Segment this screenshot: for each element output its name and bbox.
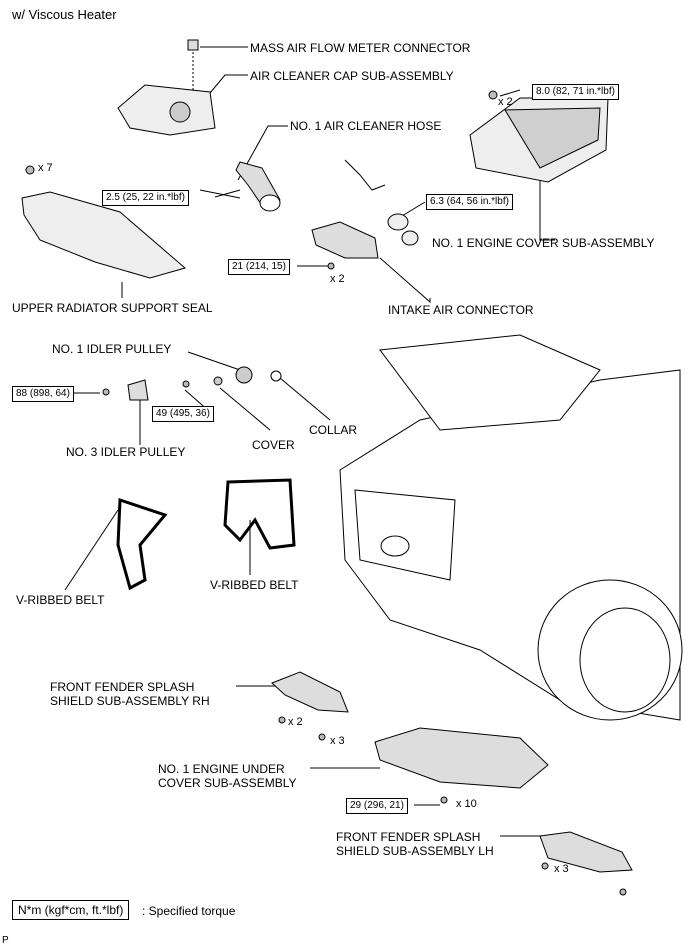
label-air-cleaner-hose: NO. 1 AIR CLEANER HOSE: [290, 119, 442, 133]
label-cover: COVER: [252, 438, 295, 452]
qty-intake: x 2: [330, 273, 345, 285]
label-front-fender-splash-shield-lh: FRONT FENDER SPLASH SHIELD SUB-ASSEMBLY …: [336, 830, 494, 858]
label-mass-air-flow-meter-connector: MASS AIR FLOW METER CONNECTOR: [250, 41, 471, 55]
label-engine-cover: NO. 1 ENGINE COVER SUB-ASSEMBLY: [432, 236, 655, 250]
label-collar: COLLAR: [309, 423, 358, 437]
label-v-ribbed-belt-right: V-RIBBED BELT: [210, 578, 299, 592]
torque-no3-idler: 88 (898, 64): [12, 386, 74, 402]
qty-fender-lh: x 3: [554, 863, 569, 875]
label-front-fender-splash-shield-rh: FRONT FENDER SPLASH SHIELD SUB-ASSEMBLY …: [50, 680, 210, 708]
torque-under-cover: 29 (296, 21): [346, 798, 408, 814]
torque-no1-idler: 49 (495, 36): [152, 406, 214, 422]
page-title: w/ Viscous Heater: [12, 7, 117, 22]
torque-intake-clamp: 6.3 (64, 56 in.*lbf): [426, 194, 513, 210]
label-engine-under-cover: NO. 1 ENGINE UNDER COVER SUB-ASSEMBLY: [158, 762, 297, 790]
qty-radiator-seal: x 7: [38, 162, 53, 174]
label-no3-idler-pulley: NO. 3 IDLER PULLEY: [66, 445, 186, 459]
label-intake-air-connector: INTAKE AIR CONNECTOR: [388, 303, 534, 317]
torque-intake-bolt: 21 (214, 15): [228, 259, 290, 275]
footer-code: P: [2, 935, 9, 946]
qty-fender-rh-a: x 2: [288, 716, 303, 728]
qty-engine-cover: x 2: [498, 96, 513, 108]
label-no1-idler-pulley: NO. 1 IDLER PULLEY: [52, 342, 172, 356]
legend-torque-box: N*m (kgf*cm, ft.*lbf): [12, 900, 130, 920]
legend-torque-text: : Specified torque: [142, 904, 236, 918]
label-upper-radiator-support-seal: UPPER RADIATOR SUPPORT SEAL: [12, 301, 213, 315]
label-air-cleaner-cap: AIR CLEANER CAP SUB-ASSEMBLY: [250, 69, 454, 83]
qty-under-cover: x 10: [456, 798, 477, 810]
label-v-ribbed-belt-left: V-RIBBED BELT: [16, 593, 105, 607]
torque-air-cleaner-hose: 2.5 (25, 22 in.*lbf): [102, 190, 189, 206]
torque-engine-cover: 8.0 (82, 71 in.*lbf): [532, 84, 619, 100]
qty-fender-rh-b: x 3: [330, 735, 345, 747]
